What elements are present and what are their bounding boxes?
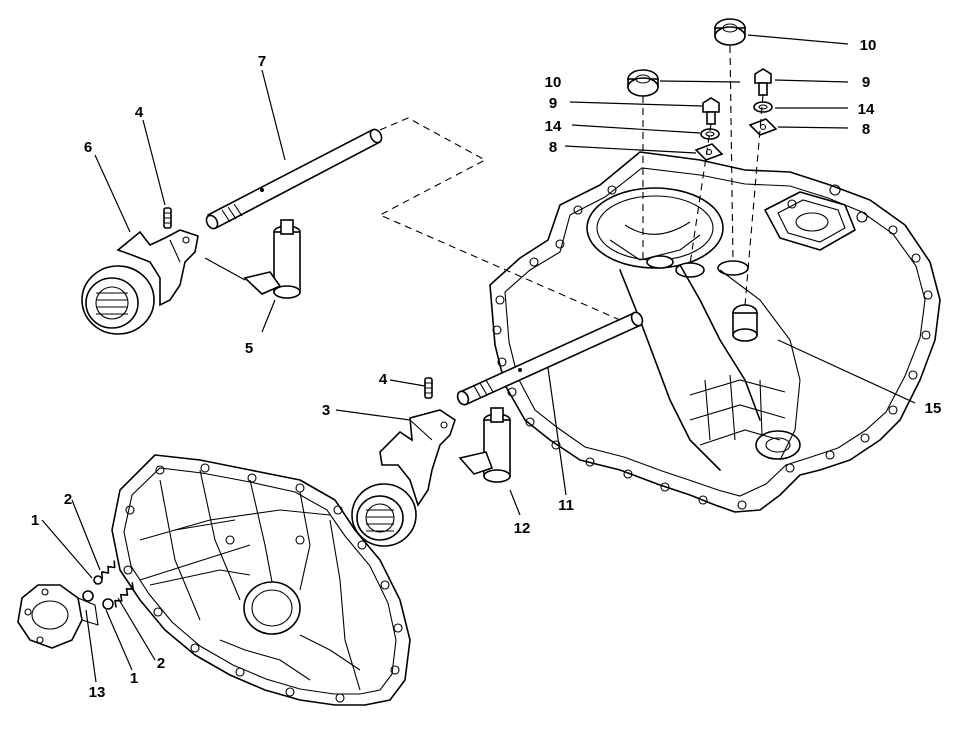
callout-9-right: 9 bbox=[862, 74, 870, 91]
callout-4-lower: 4 bbox=[379, 371, 388, 388]
callout-10-left: 10 bbox=[545, 74, 562, 91]
front-case-cover bbox=[111, 454, 411, 706]
callout-8-right: 8 bbox=[862, 121, 870, 138]
callout-4-upper: 4 bbox=[135, 104, 144, 121]
callout-7: 7 bbox=[258, 53, 266, 70]
callout-8-left: 8 bbox=[549, 139, 557, 156]
callout-14-left: 14 bbox=[545, 118, 562, 135]
plate-8-right bbox=[748, 118, 778, 136]
callout-2-lower: 2 bbox=[157, 655, 165, 672]
bolt-9-left bbox=[702, 97, 720, 125]
callout-9-left: 9 bbox=[549, 95, 557, 112]
bolt-9-right bbox=[754, 68, 772, 96]
upper-shift-fork bbox=[116, 229, 199, 307]
callout-1-lower: 1 bbox=[130, 670, 138, 687]
callout-11: 11 bbox=[558, 497, 574, 514]
seal-10-right bbox=[714, 18, 746, 46]
upper-interlock-pin bbox=[163, 207, 172, 229]
callout-12: 12 bbox=[514, 520, 531, 537]
lower-interlock-pin bbox=[424, 377, 433, 399]
washer-14-right bbox=[753, 101, 773, 113]
lower-shift-lever bbox=[458, 407, 511, 483]
callout-15: 15 bbox=[925, 400, 942, 417]
callout-1-upper: 1 bbox=[31, 512, 39, 529]
assembly-guide-lines bbox=[378, 45, 764, 321]
detent-springs bbox=[82, 560, 134, 610]
callout-labels: 7 4 6 5 10 10 9 9 14 14 8 8 15 4 3 11 12… bbox=[31, 37, 942, 701]
upper-shift-lever bbox=[243, 219, 301, 299]
upper-synchro-hub bbox=[81, 265, 155, 335]
leader-lines bbox=[41, 34, 916, 683]
seal-10-left bbox=[627, 69, 659, 97]
upper-shift-rail bbox=[205, 128, 383, 230]
lower-shift-fork bbox=[379, 409, 456, 507]
plate-8-left bbox=[694, 143, 724, 161]
callout-5: 5 bbox=[245, 340, 253, 357]
washer-14-left bbox=[700, 128, 720, 140]
callout-13: 13 bbox=[89, 684, 106, 701]
lower-shift-rail bbox=[456, 311, 644, 406]
callout-14-right: 14 bbox=[858, 101, 875, 118]
transmission-housing bbox=[489, 151, 941, 513]
lower-synchro-hub bbox=[351, 483, 417, 547]
callout-6: 6 bbox=[84, 139, 92, 156]
callout-10-right: 10 bbox=[860, 37, 877, 54]
callout-2-upper: 2 bbox=[64, 491, 72, 508]
callout-3: 3 bbox=[322, 402, 330, 419]
